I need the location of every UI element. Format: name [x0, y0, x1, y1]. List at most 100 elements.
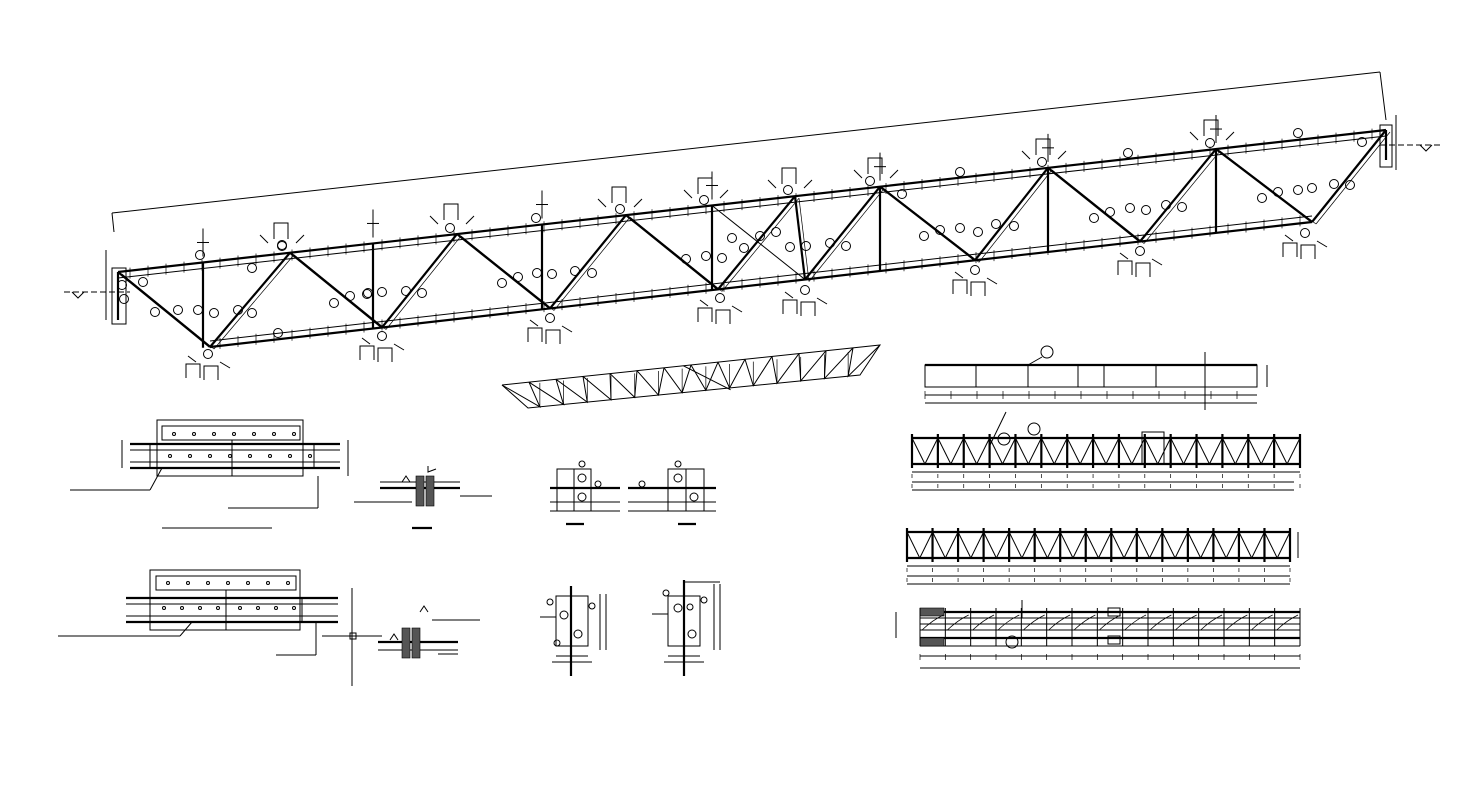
truss-bolt — [1307, 183, 1317, 193]
truss-bolt — [739, 243, 749, 253]
truss-bolt — [277, 240, 287, 250]
bracing-1-diagonal — [1066, 437, 1081, 465]
bracing-2-diagonal — [1276, 531, 1291, 559]
truss-diagonal — [549, 214, 627, 310]
bracing-1-diagonal — [1286, 437, 1301, 465]
bracing-2-diagonal — [970, 531, 985, 559]
bracing-2-diagonal — [1021, 531, 1036, 559]
bracing-1-diagonal — [937, 437, 952, 465]
plan-curve — [947, 614, 969, 631]
truss-bolt — [247, 263, 257, 273]
weld-tick — [259, 234, 269, 244]
weld-tick — [1316, 240, 1328, 248]
truss-bolt — [955, 167, 965, 177]
truss-perspective-sketch — [501, 344, 882, 409]
splice-bolt — [232, 432, 236, 436]
splice-bolt — [252, 432, 256, 436]
truss-diagonal — [1215, 148, 1313, 223]
splice-bolt — [216, 606, 220, 610]
truss-bolt — [1125, 203, 1135, 213]
splice-bolt — [188, 454, 192, 458]
truss-bolt — [919, 231, 929, 241]
truss-bolt — [1037, 157, 1047, 167]
truss-bolt — [1273, 187, 1283, 197]
bracing-2-diagonal — [919, 531, 933, 559]
bracing-1-diagonal — [1015, 437, 1029, 465]
node-section-left — [540, 586, 607, 676]
plan-curve — [1124, 614, 1147, 631]
weld-symbol — [952, 279, 968, 294]
weld-tick — [889, 169, 899, 179]
weld-tick — [465, 215, 475, 225]
plan-curve — [921, 614, 944, 631]
bracing-2-diagonal — [1046, 531, 1061, 559]
weld-tick — [731, 305, 743, 313]
truss-bolt — [1105, 207, 1115, 217]
truss-diagonal — [289, 251, 383, 329]
truss-diagonal-edge — [629, 216, 723, 292]
truss-diagonal-edge — [978, 169, 1053, 263]
bracing-1-diagonal — [1260, 437, 1275, 465]
gusset-section-bottom — [378, 605, 480, 659]
bracing-1-bays — [910, 434, 1302, 488]
truss-bolt — [970, 265, 980, 275]
perspective-web — [663, 364, 692, 394]
perspective-web — [798, 350, 827, 383]
weld-symbol — [1203, 119, 1219, 136]
weld-tick — [767, 179, 777, 189]
splice-bolt — [308, 454, 312, 458]
truss-diagonal-edge — [883, 188, 980, 263]
bracing-2-bays — [905, 528, 1292, 582]
truss-bolt — [1257, 193, 1267, 203]
truss-diagonal-edge — [121, 273, 215, 350]
splice-bolt — [266, 581, 270, 585]
splice-bottom-bolts — [162, 581, 296, 610]
truss-bolt — [717, 253, 727, 263]
truss-bolt — [209, 308, 219, 318]
splice-bolt — [268, 454, 272, 458]
splice-bolt — [272, 432, 276, 436]
truss-bolt — [273, 328, 283, 338]
weld-symbol — [273, 222, 289, 239]
bracing-1-diagonal — [1144, 437, 1159, 465]
weld-symbol — [359, 345, 375, 360]
weld-tick — [1189, 131, 1199, 141]
truss-diagonal-edge — [1143, 150, 1221, 244]
truss-bolt — [865, 176, 875, 186]
splice-bolt — [172, 432, 176, 436]
truss-bolt — [1357, 137, 1367, 147]
truss-diagonal — [625, 214, 719, 291]
gusset-section-top — [354, 466, 492, 530]
splice-bolt — [228, 454, 232, 458]
weld-tick — [187, 355, 197, 363]
bracing-2-diagonal — [1034, 531, 1048, 559]
weld-symbol — [1117, 260, 1133, 275]
weld-tick — [361, 337, 371, 345]
weld-tick — [529, 319, 539, 327]
truss-bolt — [377, 287, 387, 297]
splice-detail-bottom — [58, 569, 382, 686]
truss-bolt — [417, 288, 427, 298]
truss-bolt — [1293, 128, 1303, 138]
truss-bolt — [800, 285, 810, 295]
splice-top-bolts — [168, 432, 312, 458]
truss-diagonal-edge — [460, 235, 555, 311]
truss-bolt — [377, 331, 387, 341]
truss-diagonal — [381, 233, 458, 329]
truss-bolt — [615, 204, 625, 214]
splice-bolt — [166, 581, 170, 585]
truss-bolt — [513, 272, 523, 282]
truss-bolt — [531, 213, 541, 223]
bracing-2-diagonal — [1225, 531, 1240, 559]
vertical-bracing-elevation-2 — [905, 528, 1299, 585]
truss-diagonal — [1139, 148, 1217, 243]
bracing-1-diagonal — [1092, 437, 1107, 465]
truss-bolt — [345, 291, 355, 301]
bracing-2-diagonal — [944, 531, 959, 559]
bracing-2-diagonal — [983, 531, 997, 559]
bracing-2-diagonal — [1098, 531, 1112, 559]
splice-bolt — [288, 454, 292, 458]
truss-bolt — [801, 241, 811, 251]
weld-tick — [699, 299, 709, 307]
